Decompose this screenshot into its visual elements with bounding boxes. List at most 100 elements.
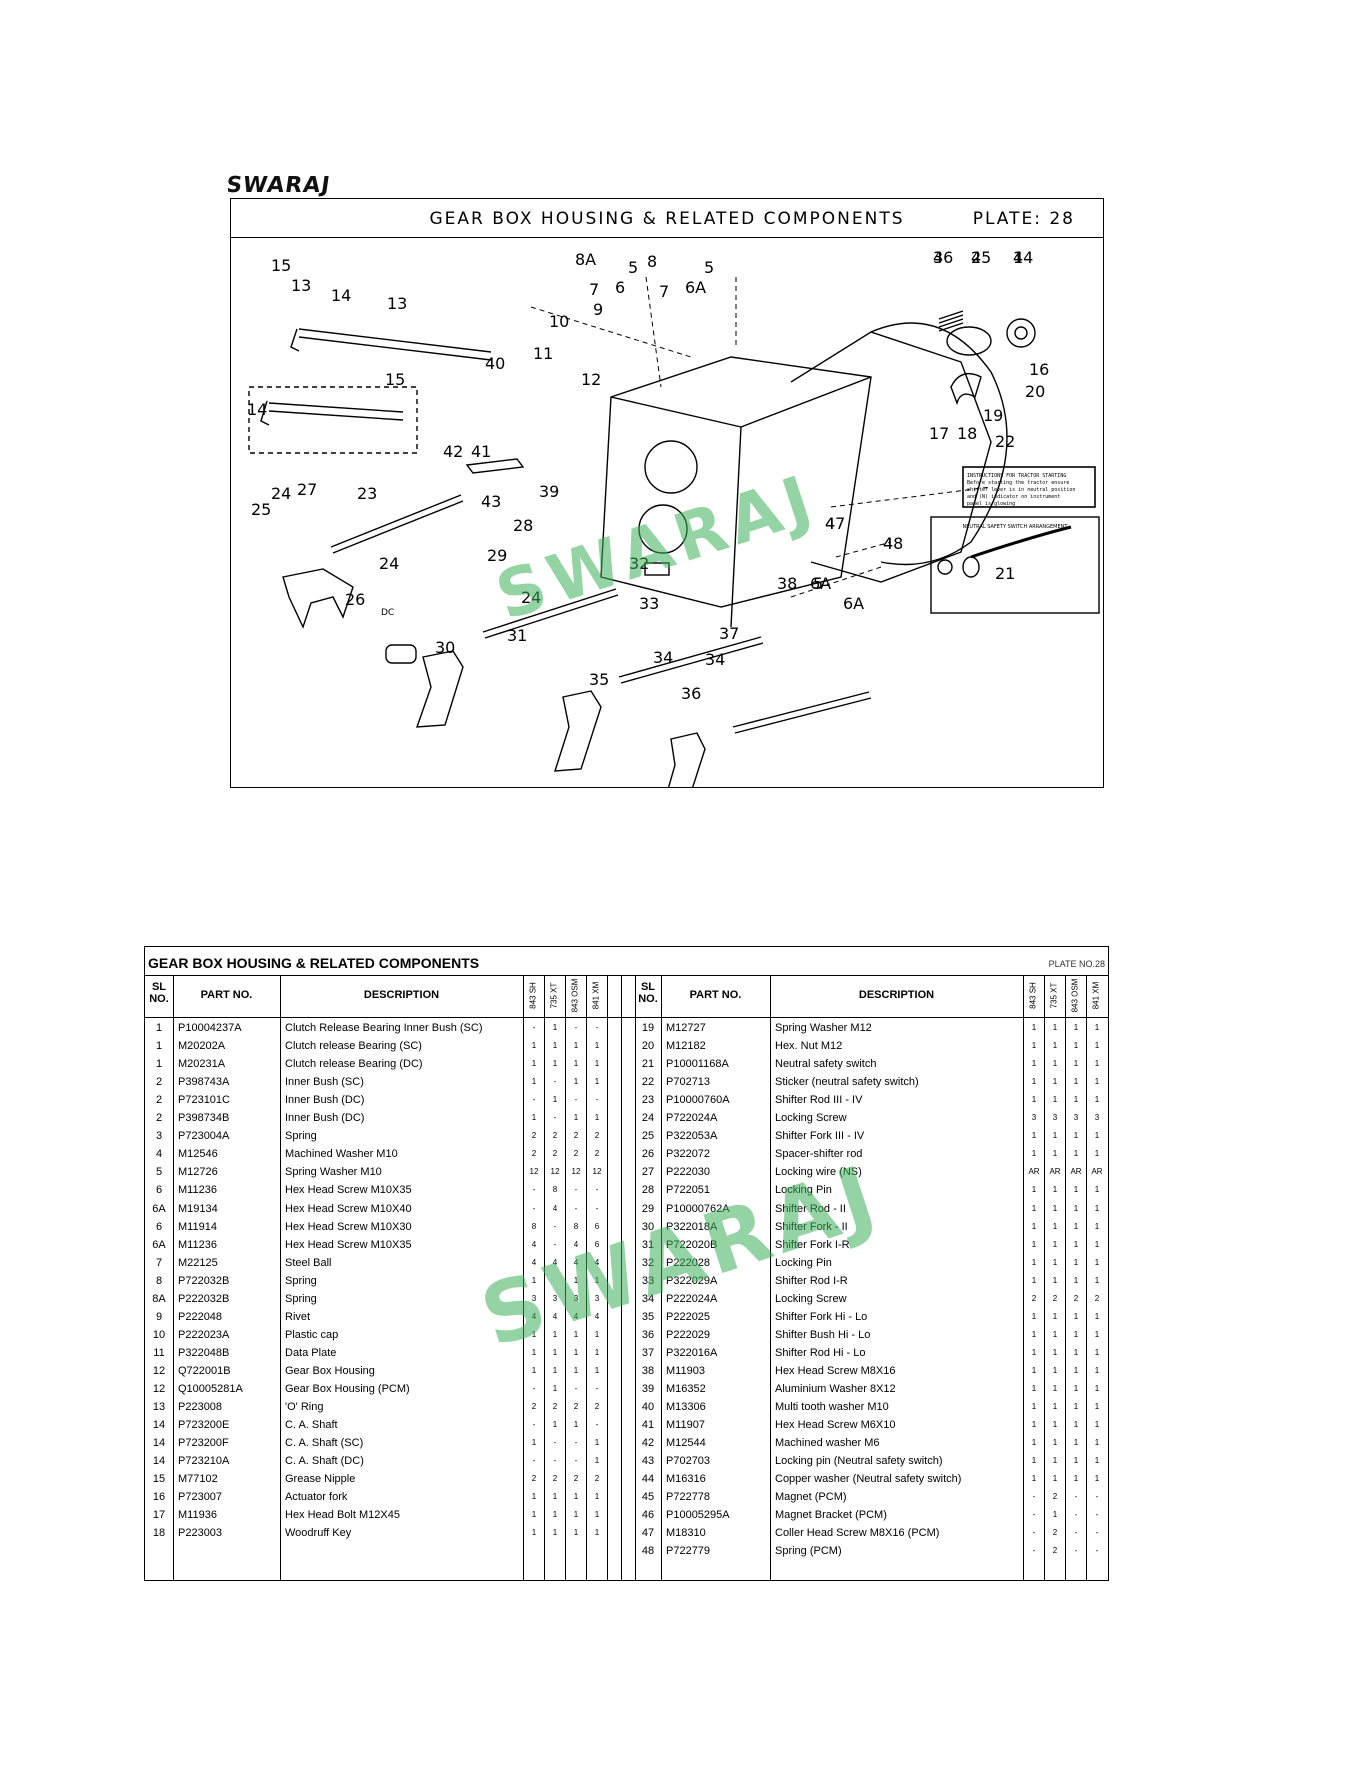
part-no-cell: P222032B bbox=[178, 1292, 230, 1305]
callout-5: 5 bbox=[628, 258, 638, 277]
callout-29: 29 bbox=[487, 546, 507, 565]
qty-cell: 1 bbox=[1094, 1275, 1100, 1285]
sl-cell: 25 bbox=[641, 1130, 655, 1143]
description-cell: Locking wire (NS) bbox=[775, 1166, 862, 1179]
qty-cell: 1 bbox=[1094, 1365, 1100, 1375]
description-cell: Hex Head Bolt M12X45 bbox=[285, 1509, 400, 1522]
description-cell: Hex Head Screw M8X16 bbox=[775, 1364, 896, 1377]
part-no-cell: P702713 bbox=[666, 1076, 711, 1089]
qty-cell: - bbox=[1032, 1492, 1036, 1502]
part-no-cell: M13306 bbox=[666, 1401, 706, 1414]
model-735xt-header: 735 XT bbox=[549, 982, 559, 1009]
qty-cell: 1 bbox=[531, 1059, 537, 1069]
qty-cell: 1 bbox=[1031, 1311, 1037, 1321]
part-no-cell: P322053A bbox=[666, 1130, 718, 1143]
qty-cell: 1 bbox=[531, 1329, 537, 1339]
qty-cell: 1 bbox=[1073, 1149, 1079, 1159]
qty-cell: - bbox=[1032, 1528, 1036, 1538]
qty-cell: 1 bbox=[552, 1528, 558, 1538]
description-cell: Hex. Nut M12 bbox=[775, 1040, 843, 1053]
qty-cell: 12 bbox=[592, 1167, 602, 1177]
sl-cell: 33 bbox=[641, 1274, 655, 1287]
part-no-cell: P702703 bbox=[666, 1455, 711, 1468]
qty-cell: 1 bbox=[1073, 1023, 1079, 1032]
callout-10: 10 bbox=[549, 312, 569, 331]
qty-cell: - bbox=[532, 1023, 536, 1032]
qty-cell: - bbox=[595, 1420, 599, 1430]
qty-cell: 1 bbox=[594, 1041, 600, 1051]
sl-cell: 22 bbox=[641, 1076, 655, 1089]
qty-cell: 1 bbox=[1052, 1203, 1058, 1213]
callout-27: 27 bbox=[297, 480, 317, 499]
sl-cell: 18 bbox=[152, 1527, 166, 1540]
sl-cell: 12 bbox=[152, 1383, 166, 1395]
description-cell: Gear Box Housing (PCM) bbox=[285, 1383, 410, 1395]
qty-cell: 1 bbox=[1052, 1329, 1058, 1339]
qty-cell: 2 bbox=[1073, 1293, 1079, 1303]
qty-cell: 4 bbox=[573, 1239, 579, 1249]
description-cell: Clutch Release Bearing Inner Bush (SC) bbox=[285, 1022, 483, 1034]
part-no-cell: P722778 bbox=[666, 1491, 711, 1504]
qty-cell: - bbox=[1095, 1510, 1099, 1520]
qty-cell: 1 bbox=[1031, 1239, 1037, 1249]
part-no-cell: P10004237A bbox=[178, 1022, 242, 1034]
description-cell: Woodruff Key bbox=[285, 1527, 352, 1540]
qty-cell: 1 bbox=[552, 1059, 558, 1069]
qty-cell: 1 bbox=[552, 1510, 558, 1520]
table-header-top-rule bbox=[145, 975, 1108, 976]
description-cell: Shifter Rod Hi - Lo bbox=[775, 1346, 866, 1359]
callout-42: 42 bbox=[443, 442, 463, 461]
callout-1: 1 bbox=[1013, 248, 1023, 267]
qty-cell: 1 bbox=[531, 1077, 537, 1087]
qty-cell: 1 bbox=[1094, 1420, 1100, 1430]
qty-cell: 1 bbox=[1052, 1059, 1058, 1069]
sl-cell: 29 bbox=[641, 1202, 655, 1215]
part-no-cell: P10000762A bbox=[666, 1202, 730, 1215]
callout-23: 23 bbox=[357, 484, 377, 503]
description-cell: Spring bbox=[285, 1130, 317, 1143]
qty-cell: 1 bbox=[531, 1510, 537, 1520]
description-cell: Aluminium Washer 8X12 bbox=[775, 1383, 896, 1395]
qty-cell: 4 bbox=[573, 1311, 579, 1321]
sl-cell: 17 bbox=[152, 1509, 166, 1522]
qty-cell: 1 bbox=[1031, 1131, 1037, 1141]
qty-cell: 1 bbox=[1073, 1365, 1079, 1375]
qty-cell: - bbox=[553, 1438, 557, 1448]
sl-cell: 40 bbox=[641, 1401, 655, 1414]
qty-cell: 1 bbox=[573, 1041, 579, 1051]
qty-cell: 1 bbox=[531, 1113, 537, 1123]
qty-cell: 1 bbox=[1031, 1059, 1037, 1069]
qty-cell: 1 bbox=[531, 1275, 537, 1285]
qty-cell: 1 bbox=[594, 1528, 600, 1538]
callout-33: 33 bbox=[639, 594, 659, 613]
sl-cell: 4 bbox=[155, 1148, 163, 1161]
part-no-cell: M16352 bbox=[666, 1383, 706, 1395]
description-cell: Coller Head Screw M8X16 (PCM) bbox=[775, 1527, 940, 1540]
qty-cell: 1 bbox=[1073, 1384, 1079, 1393]
callout-6: 6 bbox=[615, 278, 625, 297]
qty-cell: 2 bbox=[573, 1149, 579, 1159]
sl-cell: 8A bbox=[152, 1292, 166, 1305]
sl-cell: 12 bbox=[152, 1364, 166, 1377]
model-843sh-header: 843 SH bbox=[528, 982, 538, 1009]
qty-cell: 1 bbox=[1031, 1095, 1037, 1105]
part-no-cell: M11907 bbox=[666, 1419, 705, 1432]
sl-cell: 27 bbox=[641, 1166, 655, 1179]
sl-cell: 20 bbox=[641, 1040, 655, 1053]
qty-cell: 1 bbox=[594, 1347, 600, 1357]
qty-cell: 1 bbox=[573, 1492, 579, 1502]
description-header: DESCRIPTION bbox=[363, 989, 440, 1001]
sl-cell: 2 bbox=[155, 1112, 163, 1125]
qty-cell: - bbox=[532, 1456, 536, 1466]
